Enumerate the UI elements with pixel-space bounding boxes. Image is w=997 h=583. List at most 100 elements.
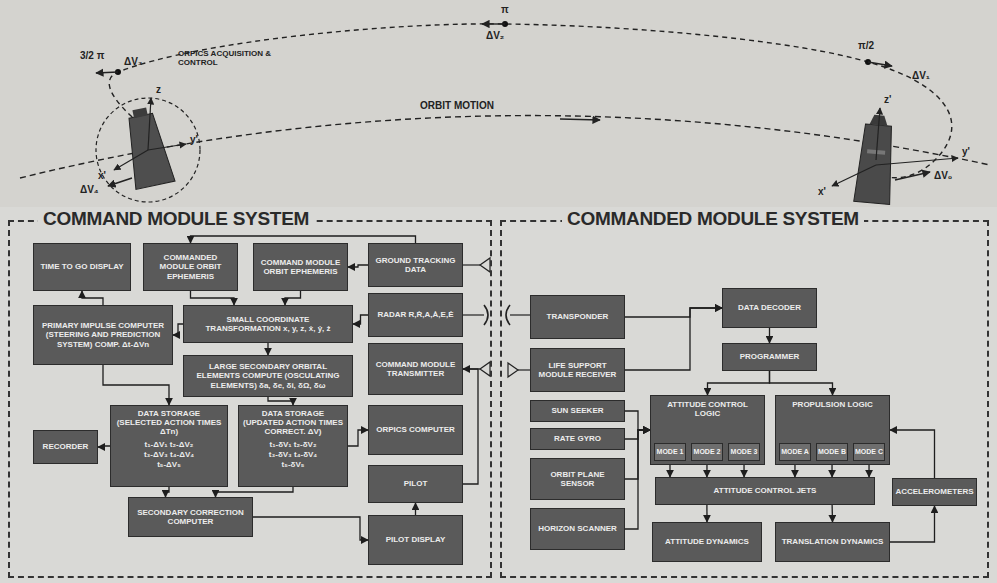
antenna-symbol bbox=[508, 363, 518, 377]
logic-box: ATTITUDE CONTROL LOGICMODE 1MODE 2MODE 3 bbox=[650, 395, 765, 465]
signal-connector bbox=[415, 503, 416, 515]
mode-box: MODE B bbox=[816, 443, 848, 461]
process-box: TRANSPONDER bbox=[530, 295, 625, 339]
box-label: DATA STORAGE (UPDATED ACTION TIMES CORRE… bbox=[243, 409, 343, 437]
box-label: TRANSPONDER bbox=[547, 312, 609, 321]
signal-connector bbox=[82, 291, 103, 305]
box-label: HORIZON SCANNER bbox=[538, 524, 617, 533]
transfer-trajectory bbox=[109, 24, 952, 178]
signal-connector bbox=[890, 430, 935, 478]
box-label: TIME TO GO DISPLAY bbox=[40, 262, 123, 271]
diagram-label: ΔV₁ bbox=[912, 70, 930, 81]
diagram-label: ΔV₄ bbox=[80, 184, 99, 195]
vehicle-nose bbox=[132, 107, 147, 118]
delta-v-arrow bbox=[482, 23, 505, 24]
storage-list: t₁-ΔV₁ t₂-ΔV₂ t₃-ΔV₃ t₄-ΔV₄ t₅-ΔV₅ bbox=[143, 440, 195, 470]
process-box: RECORDER bbox=[33, 430, 98, 464]
axis-line bbox=[148, 144, 186, 150]
diagram-label: π/2 bbox=[858, 40, 874, 51]
signal-connector bbox=[253, 517, 368, 540]
process-box: TIME TO GO DISPLAY bbox=[33, 243, 131, 291]
antenna-symbol bbox=[480, 362, 490, 376]
signal-connector bbox=[706, 505, 707, 522]
signal-connector bbox=[625, 308, 722, 370]
diagram-label: y' bbox=[190, 134, 198, 145]
antenna-feed bbox=[518, 369, 530, 370]
process-box: SUN SEEKER bbox=[530, 400, 625, 422]
process-box: ACCELEROMETERS bbox=[892, 478, 977, 506]
signal-connector bbox=[166, 487, 170, 497]
box-label: COMMANDED MODULE ORBIT EPHEMERIS bbox=[148, 253, 233, 281]
box-label: SMALL COORDINATE TRANSFORMATION x, y, z,… bbox=[188, 315, 348, 333]
axis-line bbox=[876, 108, 880, 160]
signal-connector bbox=[348, 265, 368, 267]
box-label: ACCELEROMETERS bbox=[895, 487, 973, 496]
process-box: TRANSLATION DYNAMICS bbox=[775, 522, 890, 562]
box-label: MODE C bbox=[855, 448, 883, 456]
delta-v-arrow bbox=[96, 72, 118, 73]
delta-v-arrow bbox=[868, 62, 892, 66]
process-box: SECONDARY CORRECTION COMPUTER bbox=[128, 497, 253, 537]
box-label: RECORDER bbox=[43, 442, 89, 451]
box-label: MODE A bbox=[781, 448, 809, 456]
box-label: SUN SEEKER bbox=[551, 406, 603, 415]
signal-connector bbox=[216, 487, 294, 497]
box-label: MODE 3 bbox=[731, 448, 758, 456]
mode-box: MODE A bbox=[779, 443, 811, 461]
storage-box: DATA STORAGE (SELECTED ACTION TIMES ΔTn)… bbox=[110, 405, 228, 487]
box-label: ORBIT PLANE SENSOR bbox=[535, 470, 620, 488]
mode-box: MODE 1 bbox=[654, 443, 686, 461]
process-box: LIFE SUPPORT MODULE RECEIVER bbox=[530, 348, 625, 392]
panel-heading: COMMANDED MODULE SYSTEM bbox=[562, 208, 864, 230]
signal-connector bbox=[191, 236, 416, 243]
diagram-label: z bbox=[156, 84, 161, 95]
box-label: MODE 2 bbox=[694, 448, 721, 456]
panel-heading: COMMAND MODULE SYSTEM bbox=[38, 208, 314, 230]
box-label: MODE 1 bbox=[657, 448, 684, 456]
system-panel: COMMAND MODULE SYSTEMTIME TO GO DISPLAYC… bbox=[8, 220, 492, 578]
box-label: ATTITUDE DYNAMICS bbox=[665, 537, 749, 546]
process-box: DATA DECODER bbox=[722, 288, 817, 328]
process-box: COMMANDED MODULE ORBIT EPHEMERIS bbox=[143, 243, 238, 291]
process-box: ORPICS COMPUTER bbox=[368, 405, 463, 455]
transponder-dish bbox=[506, 305, 510, 325]
process-box: PRIMARY IMPULSE COMPUTER (STEERING AND P… bbox=[33, 305, 173, 365]
signal-connector bbox=[625, 411, 650, 430]
antenna-symbol bbox=[480, 258, 490, 272]
process-box: COMMAND MODULE TRANSMITTER bbox=[368, 343, 463, 395]
mode-box: MODE 3 bbox=[728, 443, 760, 461]
box-label: ATTITUDE CONTROL JETS bbox=[714, 486, 817, 495]
process-box: SMALL COORDINATE TRANSFORMATION x, y, z,… bbox=[183, 305, 353, 343]
radar-dish bbox=[484, 305, 488, 325]
box-label: PILOT DISPLAY bbox=[386, 535, 446, 544]
signal-connector bbox=[285, 291, 301, 305]
radar-feed bbox=[463, 314, 484, 315]
signal-connector bbox=[348, 430, 368, 446]
box-label: COMMAND MODULE ORBIT EPHEMERIS bbox=[258, 258, 343, 276]
axis-line bbox=[148, 98, 151, 150]
logic-box: PROPULSION LOGICMODE AMODE BMODE C bbox=[775, 395, 890, 465]
delta-v-arrow bbox=[108, 178, 132, 186]
signal-connector bbox=[890, 506, 935, 542]
box-label: PRIMARY IMPULSE COMPUTER (STEERING AND P… bbox=[38, 321, 168, 349]
signal-connector bbox=[708, 371, 770, 395]
signal-connector bbox=[463, 369, 478, 484]
storage-list: t₁-δV₁ t₂-δV₂ t₃-δV₃ t₄-δV₄ t₅-δV₅ bbox=[267, 440, 319, 470]
process-box: RATE GYRO bbox=[530, 428, 625, 450]
signal-connector bbox=[353, 315, 368, 324]
orbit-direction-arrow bbox=[560, 119, 600, 120]
diagram-label: 3/2 π bbox=[80, 50, 104, 61]
callout-note: ORPICS ACQUISITION & CONTROL bbox=[178, 50, 298, 68]
process-box: LARGE SECONDARY ORBITAL ELEMENTS COMPUTE… bbox=[183, 355, 353, 397]
process-box: RADAR R,Ṙ,A,Ȧ,E,Ė bbox=[368, 293, 463, 337]
signal-connector bbox=[98, 446, 110, 447]
signal-connector bbox=[191, 291, 235, 305]
acquisition-circle bbox=[96, 98, 200, 202]
box-label: LIFE SUPPORT MODULE RECEIVER bbox=[535, 361, 620, 379]
diagram-label: z' bbox=[884, 94, 891, 105]
box-label: DATA STORAGE (SELECTED ACTION TIMES ΔTn) bbox=[115, 409, 223, 437]
diagram-label: y' bbox=[962, 146, 970, 157]
box-label: COMMAND MODULE TRANSMITTER bbox=[373, 360, 458, 378]
illustration-ground bbox=[0, 0, 997, 207]
